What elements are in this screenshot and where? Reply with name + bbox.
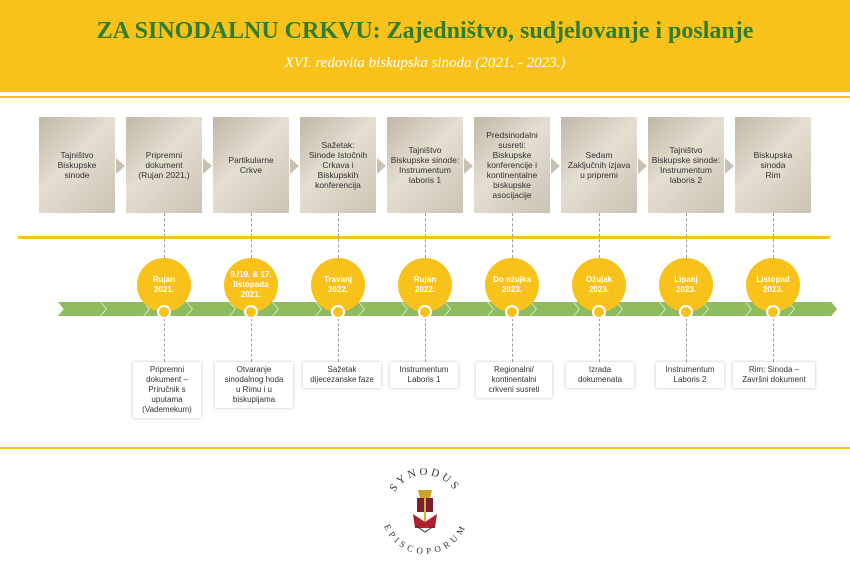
synodus-logo: SYNODUS EPISCOPORUM	[380, 460, 470, 556]
card-text: Sažetak: Sinode Istočnih Crkava i Biskup…	[308, 140, 368, 190]
chevron-right-icon	[551, 158, 560, 174]
chevron-right-icon	[377, 158, 386, 174]
connector-line	[686, 213, 687, 258]
timeline-arrow	[445, 302, 493, 316]
logo-text-top: SYNODUS	[387, 466, 459, 494]
timeline-arrow	[187, 302, 235, 316]
connector-line	[425, 318, 426, 362]
timeline-arrow	[58, 302, 106, 316]
timeline-node	[157, 305, 171, 319]
connector-line	[773, 213, 774, 258]
card-text: Sedam Zaključnih izjava u pripremi	[567, 150, 631, 180]
date-circle: Listopad 2023.	[746, 258, 800, 312]
top-divider	[0, 96, 850, 98]
timeline-node	[505, 305, 519, 319]
card-3: Partikularne Crkve	[213, 117, 289, 213]
timeline-node	[418, 305, 432, 319]
connector-line	[686, 318, 687, 362]
header-band: ZA SINODALNU CRKVU: Zajedništvo, sudjelo…	[0, 0, 850, 92]
connector-line	[599, 318, 600, 362]
date-circle: Ožujak 2023.	[572, 258, 626, 312]
card-text: Pripremni dokument (Rujan 2021.)	[138, 150, 190, 180]
card-4: Sažetak: Sinode Istočnih Crkava i Biskup…	[300, 117, 376, 213]
date-circle: Rujan 2022.	[398, 258, 452, 312]
card-1: Tajništvo Biskupske sinode	[39, 117, 115, 213]
connector-line	[512, 213, 513, 258]
page-title: ZA SINODALNU CRKVU: Zajedništvo, sudjelo…	[96, 18, 754, 44]
bottom-divider	[0, 447, 850, 449]
timeline-arrow	[359, 302, 407, 316]
milestone-label: Pripremni dokument – Priručnik s uputama…	[133, 362, 201, 418]
chevron-right-icon	[290, 158, 299, 174]
card-6: Predsinodalni susreti: Biskupske konfere…	[474, 117, 550, 213]
card-8: Tajništvo Biskupske sinode: Instrumentum…	[648, 117, 724, 213]
timeline-top-bar	[18, 236, 830, 239]
chevron-right-icon	[116, 158, 125, 174]
milestone-label: Instrumentum Laboris 2	[656, 362, 724, 388]
card-text: Tajništvo Biskupske sinode	[57, 150, 97, 180]
timeline-node	[331, 305, 345, 319]
milestone-label: Otvaranje sinodalnog hoda u Rimu i u bis…	[215, 362, 293, 408]
connector-line	[512, 318, 513, 362]
card-text: Tajništvo Biskupske sinode: Instrumentum…	[390, 145, 460, 185]
connector-line	[773, 318, 774, 362]
connector-line	[338, 318, 339, 362]
timeline-node	[592, 305, 606, 319]
milestone-label: Regionalni/ kontinentalni crkveni susret…	[476, 362, 552, 398]
timeline-node	[766, 305, 780, 319]
connector-line	[425, 213, 426, 258]
milestone-label: Izrada dokumenata	[566, 362, 634, 388]
card-2: Pripremni dokument (Rujan 2021.)	[126, 117, 202, 213]
timeline-node	[679, 305, 693, 319]
connector-line	[251, 213, 252, 258]
connector-line	[164, 318, 165, 362]
card-5: Tajništvo Biskupske sinode: Instrumentum…	[387, 117, 463, 213]
timeline-arrow	[703, 302, 751, 316]
chevron-right-icon	[638, 158, 647, 174]
timeline-arrow	[101, 302, 149, 316]
date-circle: Do ožujka 2023.	[485, 258, 539, 312]
page-subtitle: XVI. redovita biskupska sinoda (2021. - …	[284, 55, 566, 71]
timeline-arrow	[273, 302, 321, 316]
card-text: Predsinodalni susreti: Biskupske konfere…	[486, 130, 538, 200]
date-circle: Rujan 2021.	[137, 258, 191, 312]
date-circle: Travanj 2022.	[311, 258, 365, 312]
card-9: Biskupska sinoda Rim	[735, 117, 811, 213]
connector-line	[338, 213, 339, 258]
card-text: Biskupska sinoda Rim	[753, 150, 793, 180]
timeline-arrow	[617, 302, 665, 316]
card-7: Sedam Zaključnih izjava u pripremi	[561, 117, 637, 213]
milestone-label: Rim: Sinoda – Završni dokument	[733, 362, 815, 388]
connector-line	[164, 213, 165, 258]
synodus-emblem-icon: SYNODUS EPISCOPORUM	[382, 466, 466, 556]
milestone-label: Sažetak dijecezanske faze	[303, 362, 381, 388]
chevron-right-icon	[203, 158, 212, 174]
milestone-label: Instrumentum Laboris 1	[390, 362, 458, 388]
connector-line	[599, 213, 600, 258]
card-text: Tajništvo Biskupske sinode: Instrumentum…	[651, 145, 721, 185]
chevron-right-icon	[725, 158, 734, 174]
date-circle: 9./10. & 17. listopada 2021.	[224, 258, 278, 312]
chevron-right-icon	[464, 158, 473, 174]
date-circle: Lipanj 2023.	[659, 258, 713, 312]
timeline-arrow	[789, 302, 837, 316]
timeline-arrow	[531, 302, 579, 316]
timeline-node	[244, 305, 258, 319]
svg-text:SYNODUS: SYNODUS	[387, 466, 462, 494]
connector-line	[251, 318, 252, 362]
card-text: Partikularne Crkve	[228, 155, 274, 175]
